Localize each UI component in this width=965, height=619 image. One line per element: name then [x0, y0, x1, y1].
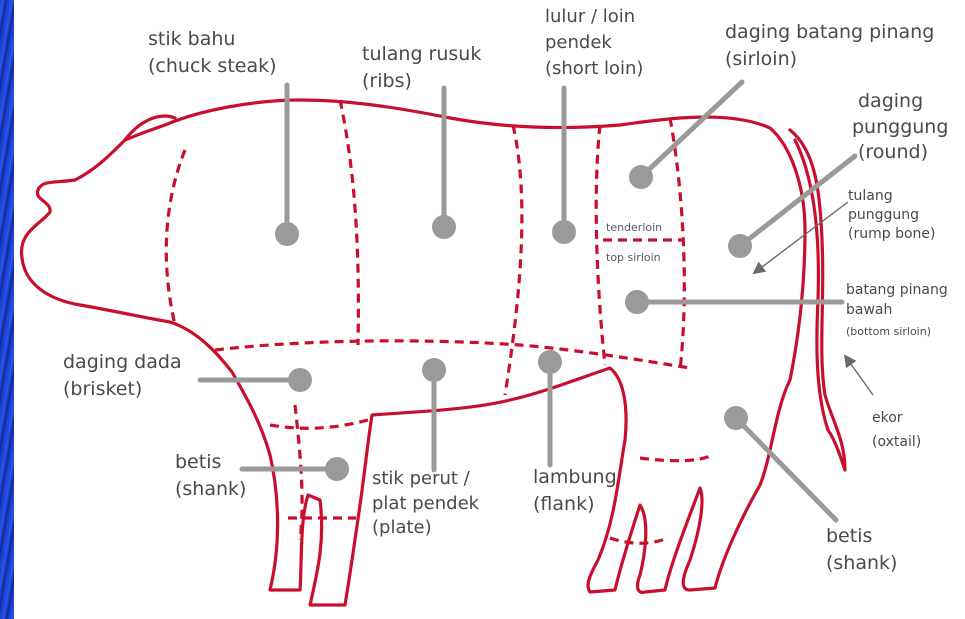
marker-shortloin	[552, 220, 576, 244]
label-round-2: punggung	[852, 116, 948, 138]
label-rump-3: (rump bone)	[848, 226, 935, 242]
label-chuck-2: (chuck steak)	[148, 55, 277, 77]
cut-line-shortloin	[505, 125, 522, 395]
label-chuck-1: stik bahu	[148, 28, 235, 50]
label-shank-front-2: (shank)	[175, 478, 246, 500]
label-shank-rear-2: (shank)	[826, 552, 897, 574]
label-flank-1: lambung	[533, 466, 617, 488]
label-brisket-2: (brisket)	[63, 378, 142, 400]
label-tenderloin: tenderloin	[606, 221, 662, 234]
marker-ribs	[432, 215, 456, 239]
cut-line-sirloin-b	[670, 118, 684, 370]
cut-line-ribs	[340, 100, 358, 345]
label-shortloin-3: (short loin)	[545, 58, 643, 79]
label-sirloin-1: daging batang pinang	[725, 21, 934, 43]
label-plate-2: plat pendek	[372, 493, 480, 514]
label-top-sirloin: top sirloin	[606, 251, 661, 264]
marker-plate	[422, 358, 446, 382]
label-plate-3: (plate)	[372, 517, 432, 538]
leader-sirloin	[641, 82, 742, 177]
label-plate-1: stik perut /	[372, 468, 471, 489]
label-shank-front-1: betis	[175, 451, 221, 473]
label-ribs-2: (ribs)	[362, 70, 412, 92]
cut-line-front-leg-vert	[295, 405, 302, 540]
leader-round	[740, 156, 855, 246]
label-bottom-sirloin-2: bawah	[846, 302, 892, 318]
label-round-1: daging	[858, 90, 923, 112]
cut-line-rear-leg-a	[640, 455, 712, 461]
label-ribs-1: tulang rusuk	[362, 43, 481, 65]
label-shortloin-1: lulur / loin	[545, 6, 635, 27]
marker-bottom-sirloin	[625, 290, 649, 314]
label-sirloin-2: (sirloin)	[725, 48, 797, 70]
marker-chuck	[275, 222, 299, 246]
label-oxtail-2: (oxtail)	[872, 434, 921, 450]
label-flank-2: (flank)	[533, 493, 594, 515]
cut-line-belly	[215, 341, 690, 368]
marker-shank-rear	[724, 406, 748, 430]
cut-line-rear-leg-b	[610, 538, 668, 543]
cut-line-front-leg-top	[270, 420, 368, 428]
marker-sirloin	[629, 165, 653, 189]
label-shortloin-2: pendek	[545, 32, 612, 53]
label-shank-rear-1: betis	[826, 525, 872, 547]
label-bottom-sirloin-1: batang pinang	[846, 282, 948, 298]
cut-line-chuck	[166, 150, 185, 325]
marker-shank-front	[325, 457, 349, 481]
marker-round	[728, 234, 752, 258]
cut-line-sirloin-a	[596, 125, 605, 365]
label-bottom-sirloin-3: (bottom sirloin)	[846, 325, 931, 338]
marker-brisket	[288, 368, 312, 392]
marker-flank	[538, 350, 562, 374]
label-brisket-1: daging dada	[63, 351, 182, 373]
label-rump-2: punggung	[848, 207, 919, 223]
label-round-3: (round)	[858, 141, 928, 163]
label-oxtail-1: ekor	[872, 410, 903, 426]
label-rump-1: tulang	[848, 188, 893, 204]
arrow-oxtail	[848, 360, 873, 395]
